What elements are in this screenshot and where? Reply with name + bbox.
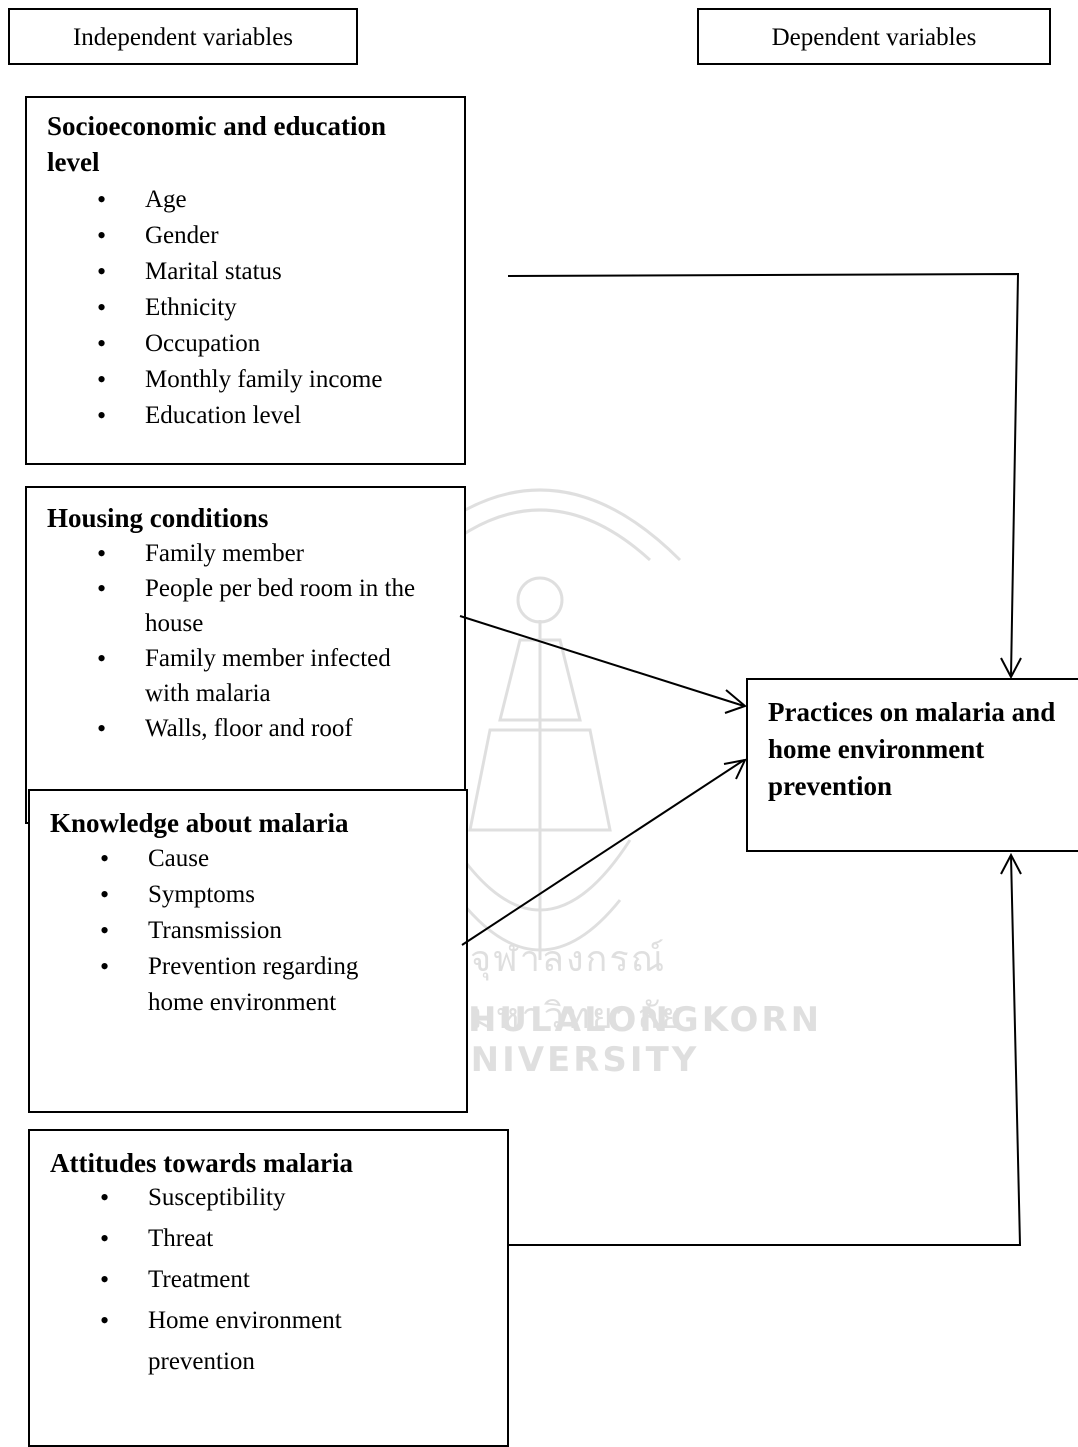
dependent-variables-header: Dependent variables	[697, 8, 1051, 65]
attitudes-box: Attitudes towards malaria Susceptibility…	[28, 1129, 509, 1447]
housing-title: Housing conditions	[47, 503, 269, 533]
arrowhead-right-icon	[724, 689, 747, 714]
list-item: Threat	[100, 1218, 380, 1259]
attitudes-list: Susceptibility Threat Treatment Home env…	[100, 1177, 380, 1382]
watermark-english-text: CHULALONGKORN UNIVERSITY	[440, 1000, 823, 1080]
knowledge-list: Cause Symptoms Transmission Prevention r…	[100, 841, 400, 1021]
list-item: Marital status	[97, 254, 382, 290]
list-item: People per bed room in the house	[97, 571, 417, 641]
attitudes-connector	[508, 855, 1022, 1246]
list-item: Ethnicity	[97, 290, 382, 326]
housing-arrow	[459, 615, 745, 707]
list-item: Walls, floor and roof	[97, 711, 417, 746]
attitudes-title: Attitudes towards malaria	[50, 1148, 353, 1178]
knowledge-box: Knowledge about malaria Cause Symptoms T…	[28, 789, 468, 1113]
watermark-thai-text: จุฬาลงกรณ์มหาวิทยาลัย	[470, 939, 685, 1037]
arrowhead-up-right-icon	[723, 758, 747, 780]
arrowhead-down-icon	[1000, 657, 1022, 680]
socioeconomic-title: Socioeconomic and education level	[47, 111, 387, 177]
list-item: Treatment	[100, 1259, 380, 1300]
list-item: Susceptibility	[100, 1177, 380, 1218]
list-item: Prevention regarding home environment	[100, 949, 400, 1021]
arrowhead-up-icon	[1000, 852, 1022, 875]
housing-box: Housing conditions Family member People …	[25, 486, 466, 824]
list-item: Transmission	[100, 913, 400, 949]
practices-outcome-title: Practices on malaria and home environmen…	[768, 697, 1056, 801]
socioeconomic-connector	[507, 272, 1020, 677]
list-item: Family member	[97, 536, 417, 571]
list-item: Age	[97, 182, 382, 218]
knowledge-arrow	[461, 759, 745, 946]
list-item: Family member infected with malaria	[97, 641, 417, 711]
socioeconomic-box: Socioeconomic and education level Age Ge…	[25, 96, 466, 465]
list-item: Monthly family income	[97, 362, 382, 398]
knowledge-title: Knowledge about malaria	[50, 808, 349, 838]
list-item: Education level	[97, 398, 382, 434]
socioeconomic-list: Age Gender Marital status Ethnicity Occu…	[97, 182, 382, 434]
independent-variables-header: Independent variables	[8, 8, 358, 65]
list-item: Gender	[97, 218, 382, 254]
practices-outcome-box: Practices on malaria and home environmen…	[746, 678, 1078, 852]
list-item: Cause	[100, 841, 400, 877]
housing-list: Family member People per bed room in the…	[97, 536, 417, 746]
list-item: Home environment prevention	[100, 1300, 380, 1382]
list-item: Symptoms	[100, 877, 400, 913]
list-item: Occupation	[97, 326, 382, 362]
